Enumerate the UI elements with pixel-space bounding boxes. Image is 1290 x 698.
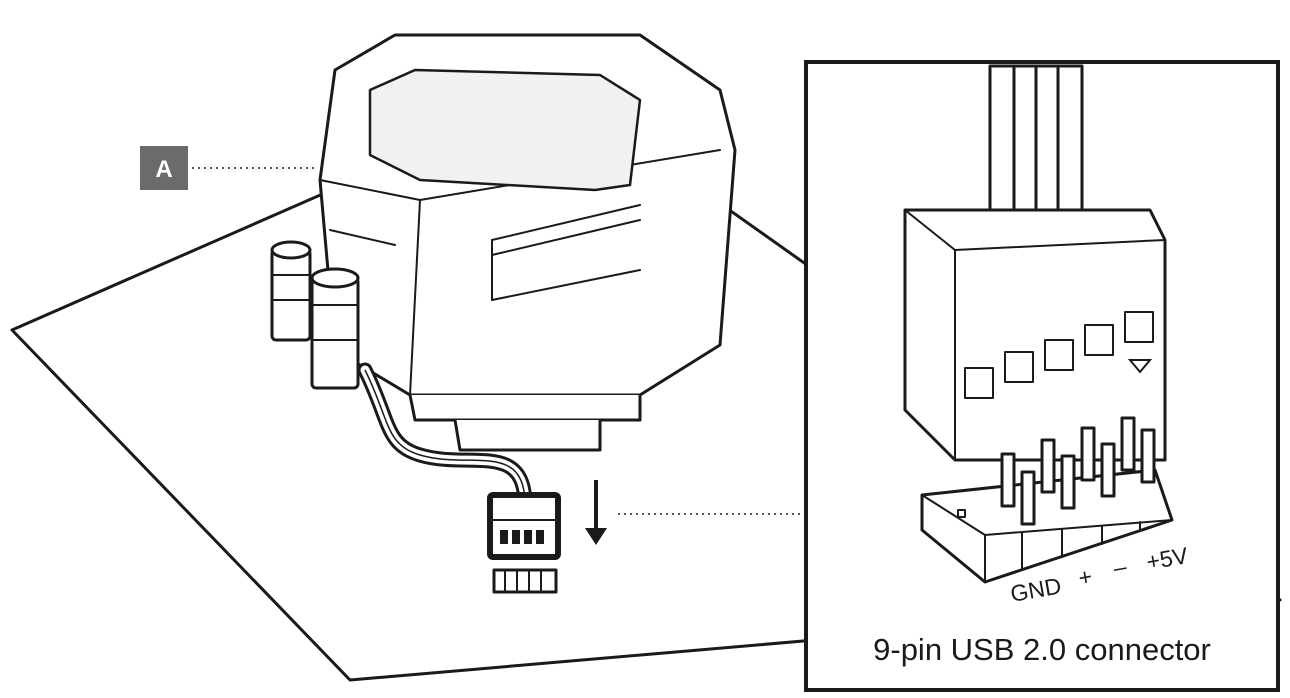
inset-usb-plug	[903, 208, 1167, 462]
usb-cable	[357, 362, 533, 513]
pump-head	[318, 33, 737, 452]
callout-label: A	[155, 156, 172, 183]
tube-fittings	[270, 240, 360, 390]
inset-pin-header	[920, 416, 1174, 584]
small-usb-plug	[487, 492, 561, 560]
small-usb-header	[492, 568, 558, 594]
pin-label-minus: –	[1111, 553, 1128, 581]
inset-caption: 9-pin USB 2.0 connector	[873, 632, 1211, 667]
inset-cable-wires	[988, 64, 1084, 218]
insert-down-arrow	[585, 480, 607, 545]
pin-label-plus: +	[1076, 563, 1094, 591]
pump-screen	[368, 68, 642, 192]
inset-panel: GND + – +5V 9-pin USB 2.0 connector	[804, 60, 1280, 692]
callout-badge-a: A	[140, 146, 188, 190]
